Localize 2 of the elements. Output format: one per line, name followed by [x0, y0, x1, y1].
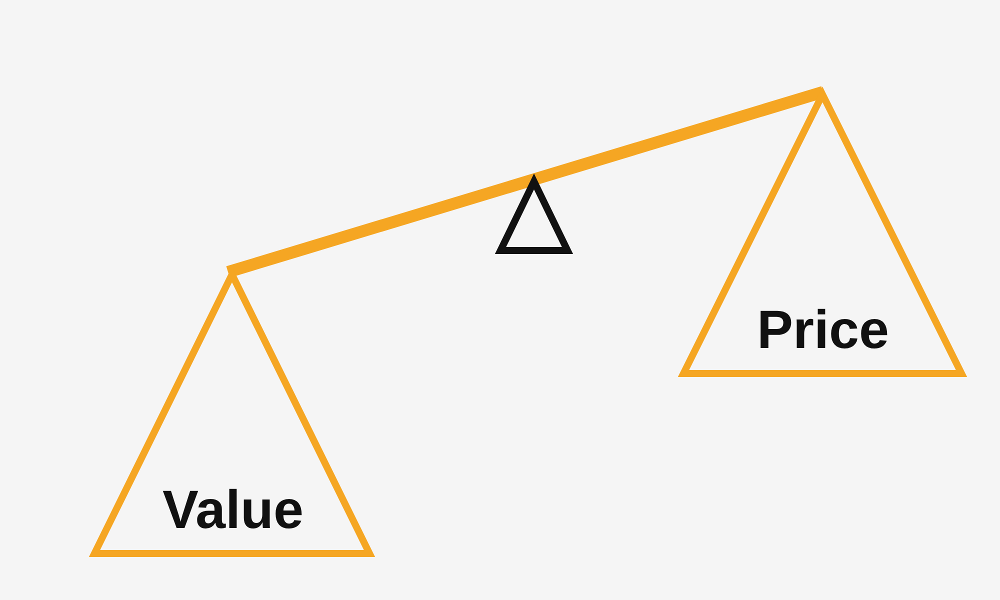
pan-label: Price — [756, 303, 890, 357]
pan-label: Value — [162, 483, 304, 537]
